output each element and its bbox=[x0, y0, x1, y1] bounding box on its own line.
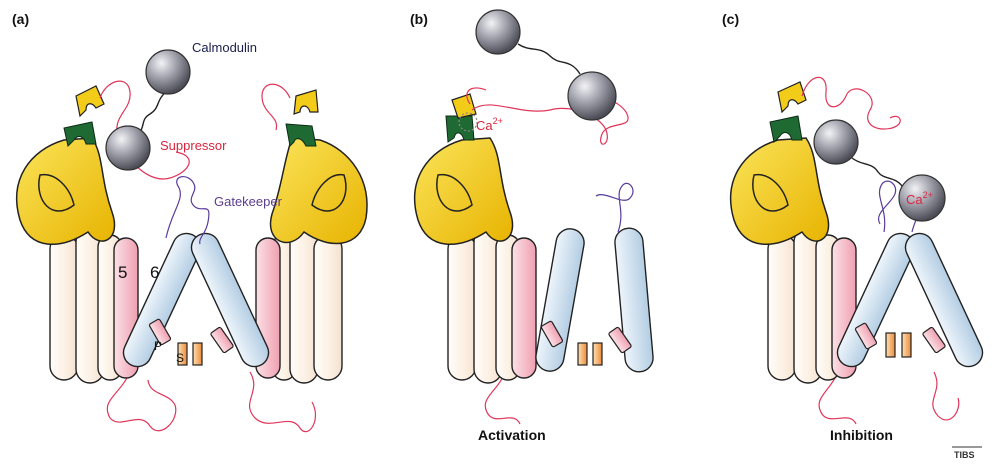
segment-6-helix bbox=[836, 232, 916, 368]
calmodulin-linker bbox=[517, 43, 581, 75]
panel-c: (c) Ca2+ Inhibition bbox=[722, 11, 984, 443]
journal-credit: TIBS bbox=[954, 450, 975, 460]
calmodulin-linker bbox=[137, 91, 167, 135]
cytoplasmic-loop bbox=[932, 371, 960, 421]
selectivity-filter bbox=[177, 342, 188, 366]
cytoplasmic-loop bbox=[106, 371, 177, 432]
selectivity-filter bbox=[885, 332, 896, 358]
pore-helix bbox=[608, 326, 632, 354]
panel-a-label: (a) bbox=[12, 11, 29, 27]
gatekeeper-loop bbox=[165, 176, 210, 245]
segment-6-helix bbox=[122, 232, 202, 368]
cam-binding-site bbox=[445, 115, 475, 143]
ca-binding-motif bbox=[777, 81, 807, 114]
segment-5-helix bbox=[511, 237, 537, 379]
panel-a: (a) 5 6 P S bbox=[12, 11, 368, 433]
selectivity-filter bbox=[192, 342, 203, 366]
panel-b-label: (b) bbox=[410, 11, 428, 27]
cytoplasmic-loop bbox=[484, 371, 521, 425]
gatekeeper-loop bbox=[595, 182, 634, 233]
cam-binding-site bbox=[63, 121, 97, 147]
pore-helix bbox=[540, 320, 564, 348]
yellow-domain bbox=[729, 137, 830, 245]
suppressor-loop bbox=[801, 76, 901, 130]
selectivity-filter bbox=[901, 332, 912, 358]
calmodulin-label: Calmodulin bbox=[192, 40, 257, 55]
pore-label: P bbox=[154, 339, 162, 353]
calmodulin-lobe bbox=[898, 174, 946, 222]
calmodulin-lobe bbox=[475, 9, 521, 55]
selectivity-filter bbox=[577, 342, 588, 366]
calmodulin-lobe bbox=[145, 49, 191, 95]
panel-c-label: (c) bbox=[722, 11, 739, 27]
transmembrane-helix bbox=[767, 234, 797, 381]
calcium-label: Ca2+ bbox=[476, 116, 503, 133]
pore-helix bbox=[922, 326, 946, 354]
selectivity-label: S bbox=[176, 351, 184, 365]
segment-6-helix bbox=[904, 232, 984, 368]
inhibition-caption: Inhibition bbox=[830, 427, 893, 443]
calcium-ion bbox=[458, 112, 478, 132]
cytoplasmic-loop bbox=[249, 371, 317, 433]
cytoplasmic-loop bbox=[818, 371, 857, 425]
pore-helix bbox=[148, 318, 172, 346]
calcium-label: Ca2+ bbox=[906, 190, 933, 207]
yellow-domain bbox=[15, 137, 116, 245]
transmembrane-helix bbox=[447, 234, 477, 381]
suppressor-label: Suppressor bbox=[160, 138, 227, 153]
suppressor-loop bbox=[466, 87, 629, 145]
calmodulin-lobe bbox=[567, 71, 617, 121]
transmembrane-helix bbox=[49, 234, 79, 381]
ca-binding-motif bbox=[451, 93, 477, 119]
segment-6-helix bbox=[190, 232, 270, 368]
calmodulin-lobe bbox=[813, 119, 859, 165]
yellow-domain bbox=[269, 137, 368, 245]
pore-helix bbox=[210, 326, 234, 354]
selectivity-filter bbox=[592, 342, 603, 366]
ca-binding-motif bbox=[75, 85, 105, 118]
segment-6-label: 6 bbox=[150, 263, 159, 282]
calmodulin-linker bbox=[851, 157, 903, 187]
cam-binding-site bbox=[769, 115, 803, 144]
pore-helix bbox=[854, 322, 878, 350]
calmodulin-lobe bbox=[105, 125, 151, 171]
ca-binding-motif bbox=[293, 89, 319, 115]
activation-caption: Activation bbox=[478, 427, 546, 443]
gatekeeper-label: Gatekeeper bbox=[214, 194, 283, 209]
transmembrane-helix bbox=[313, 234, 343, 381]
suppressor-loop bbox=[261, 83, 291, 131]
cam-binding-site bbox=[285, 123, 317, 148]
yellow-domain bbox=[413, 137, 514, 245]
panel-b: (b) Ca2+ Activation bbox=[410, 9, 654, 443]
segment-5-label: 5 bbox=[118, 263, 127, 282]
